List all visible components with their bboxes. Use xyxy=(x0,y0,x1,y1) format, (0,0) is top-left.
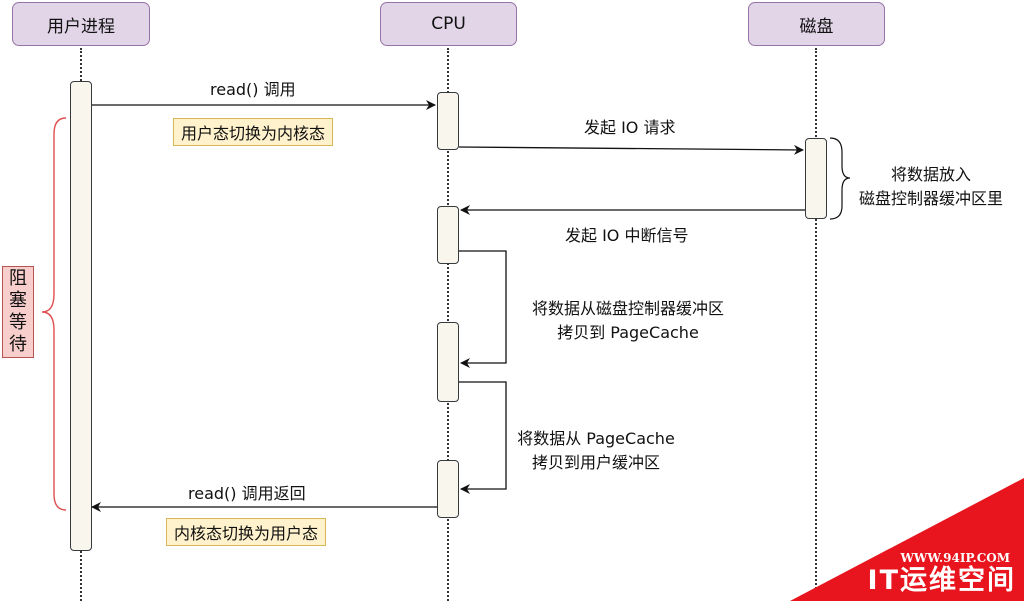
blocked-char-2: 塞 xyxy=(9,290,27,311)
lifeline-disk xyxy=(815,48,817,601)
bracket-disk xyxy=(829,137,851,220)
activation-user-process xyxy=(70,81,92,551)
activation-cpu-3 xyxy=(437,322,459,402)
blocked-char-3: 等 xyxy=(9,312,27,333)
watermark-name: IT运维空间 xyxy=(867,565,1016,596)
activation-cpu-2 xyxy=(437,206,459,264)
note-disk-buffer-line2: 磁盘控制器缓冲区里 xyxy=(858,189,1003,208)
activation-cpu-1 xyxy=(437,92,459,150)
label-io-request: 发起 IO 请求 xyxy=(584,118,676,137)
arrow-io-request xyxy=(458,144,804,155)
note-disk-buffer: 将数据放入 磁盘控制器缓冲区里 xyxy=(845,163,1017,211)
note-switch-to-kernel: 用户态切换为内核态 xyxy=(173,118,334,146)
label-copy-to-pagecache-line1: 将数据从磁盘控制器缓冲区 xyxy=(531,299,724,318)
blocked-char-1: 阻 xyxy=(9,268,27,289)
arrow-copy-to-user xyxy=(459,381,507,494)
activation-disk xyxy=(805,138,827,219)
label-copy-to-user-line1: 将数据从 PageCache xyxy=(517,429,675,448)
label-copy-to-user-line2: 拷贝到用户缓冲区 xyxy=(531,453,660,472)
bracket-blocked xyxy=(41,117,67,511)
note-switch-to-user: 内核态切换为用户态 xyxy=(166,518,327,546)
label-blocked-wait: 阻 塞 等 待 xyxy=(2,266,34,358)
label-copy-to-pagecache: 将数据从磁盘控制器缓冲区 拷贝到 PageCache xyxy=(508,297,748,345)
arrow-copy-to-pagecache xyxy=(459,250,507,368)
label-copy-to-user: 将数据从 PageCache 拷贝到用户缓冲区 xyxy=(506,427,686,475)
blocked-char-4: 待 xyxy=(9,334,27,355)
label-copy-to-pagecache-line2: 拷贝到 PageCache xyxy=(557,323,699,342)
label-io-interrupt: 发起 IO 中断信号 xyxy=(565,226,689,245)
watermark-url: WWW.94IP.COM xyxy=(900,551,1010,565)
actor-disk: 磁盘 xyxy=(748,2,885,46)
actor-cpu: CPU xyxy=(380,2,517,46)
label-read-return: read() 调用返回 xyxy=(188,484,306,503)
watermark-banner xyxy=(790,478,1024,601)
note-disk-buffer-line1: 将数据放入 xyxy=(890,165,971,184)
label-read-call: read() 调用 xyxy=(210,80,296,99)
activation-cpu-4 xyxy=(437,460,459,518)
actor-user-process: 用户进程 xyxy=(12,2,150,46)
